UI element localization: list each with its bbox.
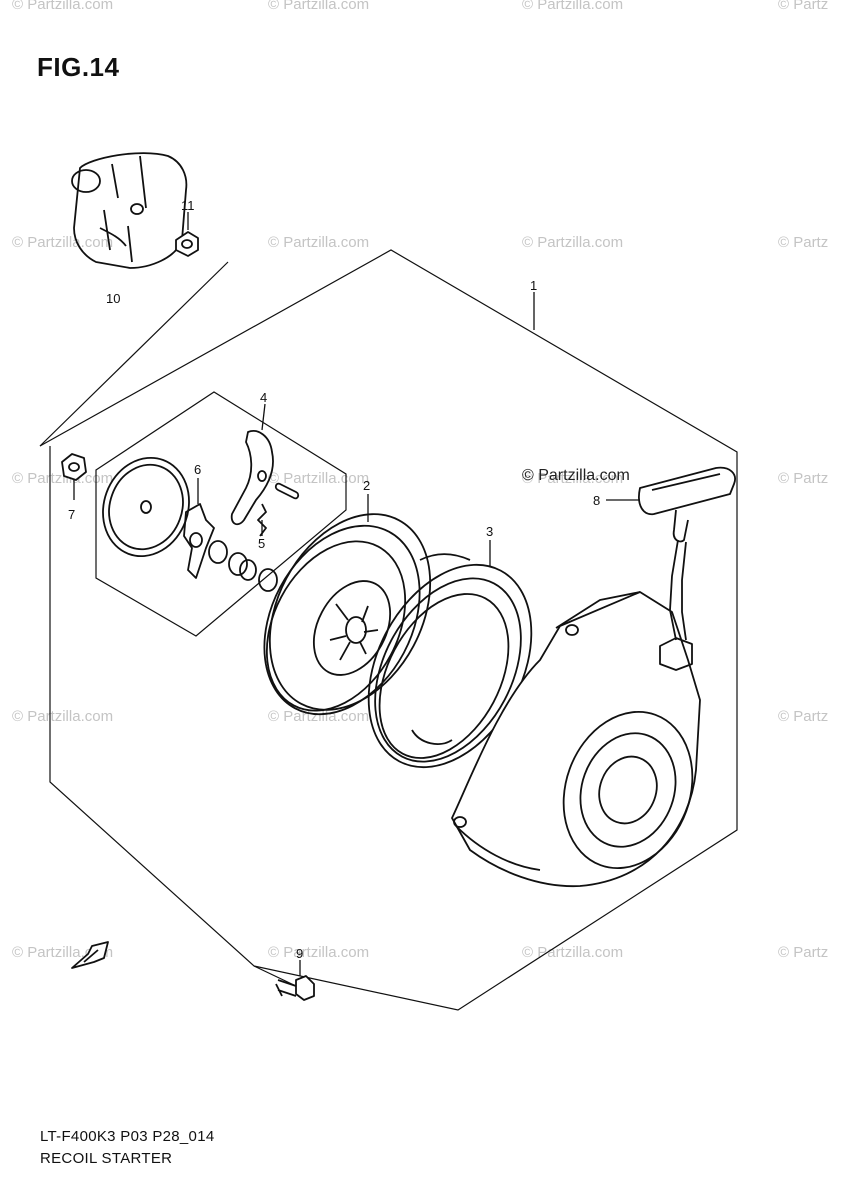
callout-2: 2 xyxy=(363,478,370,493)
spring-set-part[interactable] xyxy=(208,540,278,592)
front-arrow-icon xyxy=(71,941,109,969)
pawl-pin-part[interactable] xyxy=(274,482,300,500)
figure-name: RECOIL STARTER xyxy=(40,1150,173,1167)
pawl-spring-part[interactable] xyxy=(257,503,267,537)
starter-handle-part[interactable] xyxy=(638,466,736,641)
callout-1: 1 xyxy=(530,278,537,293)
brand-watermark: © Partzilla.com xyxy=(522,467,630,484)
leader-4 xyxy=(261,403,266,431)
callout-5: 5 xyxy=(258,536,265,551)
callout-8: 8 xyxy=(593,493,600,508)
subassembly-box xyxy=(95,391,347,637)
ratchet-pawl-part[interactable] xyxy=(230,430,274,526)
cup-nut-part[interactable] xyxy=(175,231,199,257)
callout-9: 9 xyxy=(296,946,303,961)
recoil-reel-part[interactable] xyxy=(233,486,471,741)
callout-10: 10 xyxy=(106,291,120,306)
boundary-link-10 xyxy=(39,261,229,447)
friction-plate-part[interactable] xyxy=(89,446,202,569)
callout-11: 11 xyxy=(181,198,195,213)
flange-nut-part[interactable] xyxy=(61,453,87,481)
assembly-boundary xyxy=(39,249,738,1011)
bolt-link-line xyxy=(253,965,297,987)
figure-code: LT-F400K3 P03 P28_014 xyxy=(40,1128,215,1145)
callout-4: 4 xyxy=(260,390,267,405)
guide-part[interactable] xyxy=(183,503,215,579)
figure-title: FIG.14 xyxy=(37,52,120,82)
callout-7: 7 xyxy=(68,507,75,522)
case-bolt-part[interactable] xyxy=(275,975,315,1001)
starter-cup-part[interactable] xyxy=(71,152,188,269)
callout-3: 3 xyxy=(486,524,493,539)
callout-6: 6 xyxy=(194,462,201,477)
starter-case-part[interactable] xyxy=(451,591,714,888)
